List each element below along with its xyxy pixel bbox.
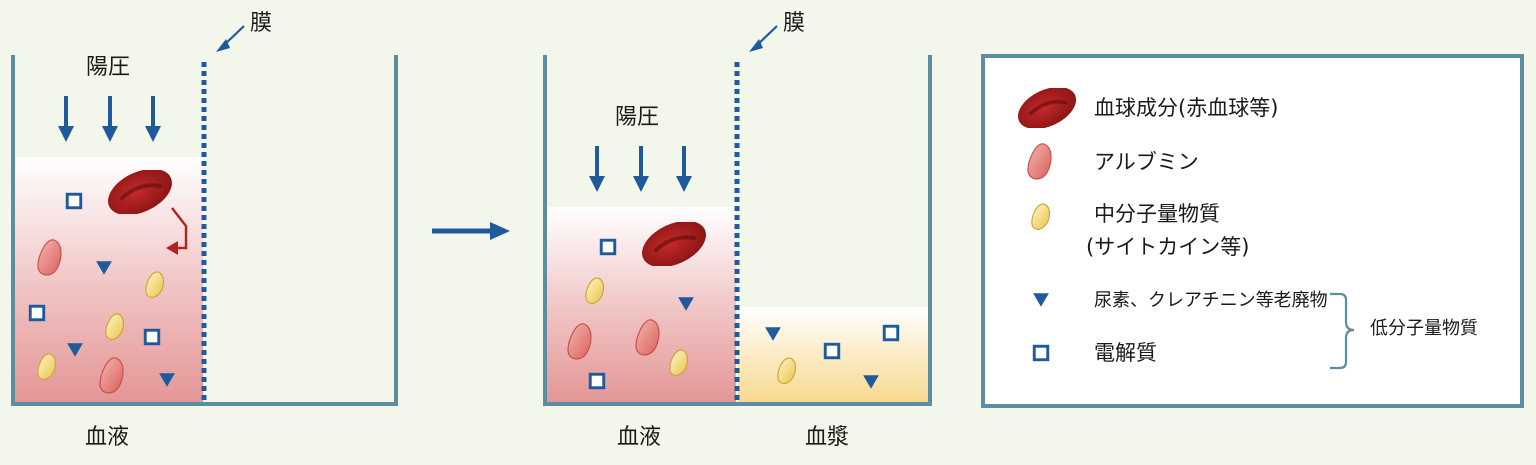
electrolyte <box>882 324 900 342</box>
legend-label-albumin: アルブミン <box>1094 150 1199 174</box>
left-pressure-label: 陽圧 <box>86 55 131 80</box>
legend-label-rbc: 血球成分(赤血球等) <box>1094 96 1279 120</box>
electrolyte <box>823 342 841 360</box>
left-panel <box>11 25 398 406</box>
right-pressure-arrow-2 <box>631 146 651 194</box>
electrolyte <box>599 238 617 256</box>
group-bracket <box>1330 292 1355 370</box>
square-icon <box>1032 344 1050 362</box>
right-membrane-label: 膜 <box>783 11 806 36</box>
rbc-blocked-arrow <box>171 207 188 250</box>
left-pressure-arrow-2 <box>100 96 120 144</box>
right-pressure-arrow-1 <box>587 146 607 194</box>
right-blood-label: 血液 <box>617 425 662 450</box>
transition-arrow <box>432 222 510 240</box>
legend-box <box>981 54 1524 408</box>
left-pressure-arrow-3 <box>143 96 163 144</box>
right-container <box>543 55 932 406</box>
right-membrane-pointer-head <box>749 39 763 52</box>
left-membrane-label: 膜 <box>250 11 273 36</box>
legend-label-urea: 尿素、クレアチニン等老廃物 <box>1094 290 1328 311</box>
legend-group-label: 低分子量物質 <box>1370 318 1478 339</box>
right-plasma-label: 血漿 <box>805 425 850 450</box>
left-fluid-label: 血液 <box>85 425 130 450</box>
electrolyte <box>28 304 46 322</box>
electrolyte <box>65 192 83 210</box>
rbc-blocked-arrow-head <box>166 241 178 255</box>
left-container <box>11 55 398 406</box>
left-pressure-arrow-1 <box>56 96 76 144</box>
left-membrane-pointer-head <box>216 39 230 52</box>
legend-label-middle-sub: (サイトカイン等) <box>1086 235 1250 259</box>
right-pressure-label: 陽圧 <box>615 105 660 130</box>
legend-label-middle: 中分子量物質 <box>1094 202 1220 226</box>
right-blood-fill <box>547 207 736 403</box>
legend-label-electrolyte: 電解質 <box>1094 341 1157 365</box>
right-pressure-arrow-3 <box>674 146 694 194</box>
right-panel <box>543 25 932 406</box>
electrolyte <box>588 372 606 390</box>
electrolyte <box>143 328 161 346</box>
